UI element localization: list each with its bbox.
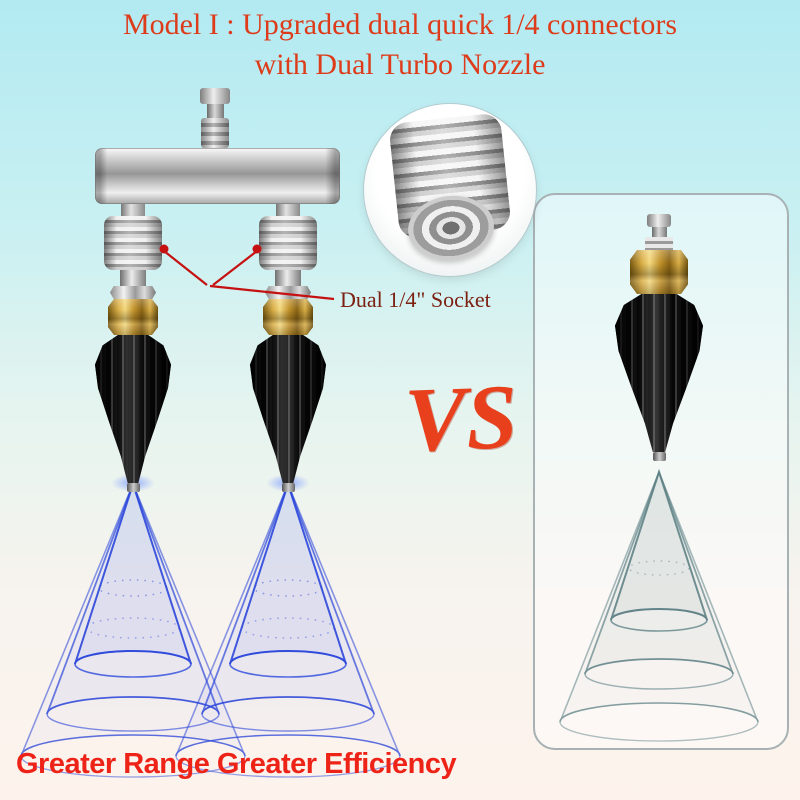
plug-stem xyxy=(651,227,667,237)
nozzle-tip xyxy=(281,483,295,492)
callout-lines xyxy=(163,250,335,301)
brass-fitting xyxy=(108,299,158,335)
turbo-nozzle-body xyxy=(615,294,703,452)
neck xyxy=(120,270,146,286)
hex-nut xyxy=(110,286,156,299)
spray-cones xyxy=(20,468,759,778)
plug-collar xyxy=(201,118,229,148)
vs-label: VS xyxy=(402,365,520,471)
headline: Model I : Upgraded dual quick 1/4 connec… xyxy=(0,5,800,84)
nozzle-tip xyxy=(126,483,140,492)
headline-line2: with Dual Turbo Nozzle xyxy=(254,47,546,81)
socket-detail-inset xyxy=(364,104,536,276)
brass-fitting xyxy=(630,250,688,294)
nozzle-tip xyxy=(652,452,666,461)
plug-tip xyxy=(200,88,230,104)
single-nozzle-stack xyxy=(615,214,703,461)
callout-dot-left xyxy=(159,244,169,254)
spray-cone-right xyxy=(559,468,759,742)
right-nozzle-stack xyxy=(250,204,326,492)
socket-label: Dual 1/4" Socket xyxy=(340,287,491,312)
nipple xyxy=(276,204,300,216)
dual-manifold-bar xyxy=(95,148,340,204)
plug-tip xyxy=(647,214,671,227)
plug-collar xyxy=(645,237,673,250)
quick-connect-socket xyxy=(104,216,162,270)
tagline: Greater Range Greater Efficiency xyxy=(16,748,457,780)
left-nozzle-stack xyxy=(95,204,171,492)
plug-stem xyxy=(206,104,224,118)
headline-line1: Model I : Upgraded dual quick 1/4 connec… xyxy=(122,8,678,41)
quick-connect-socket xyxy=(259,216,317,270)
callout-dot-right xyxy=(252,244,262,254)
spray-cone-left xyxy=(20,480,246,778)
quick-connect-plug-top xyxy=(200,88,230,148)
nipple xyxy=(121,204,145,216)
brass-fitting xyxy=(263,299,313,335)
neck xyxy=(275,270,301,286)
spray-cone-middle xyxy=(175,480,401,778)
